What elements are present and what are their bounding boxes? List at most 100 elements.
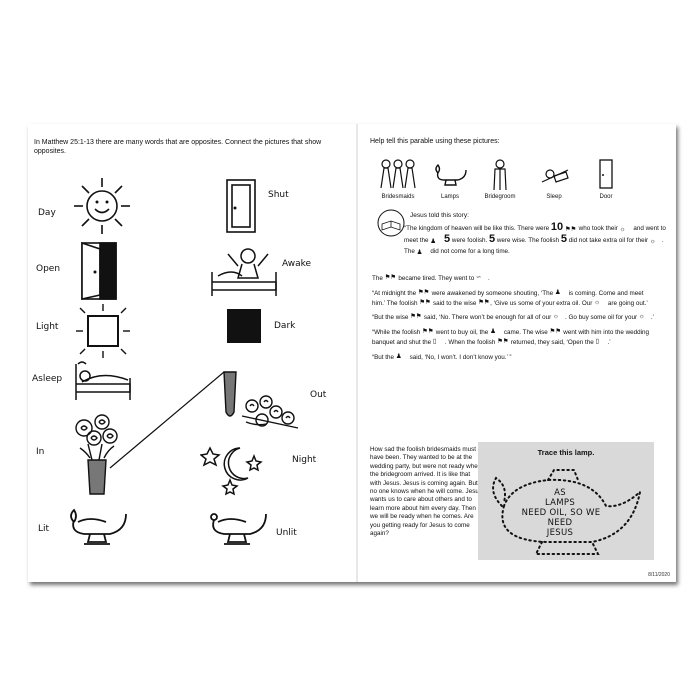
lit-lamp-icon xyxy=(70,508,127,545)
story-text: were foolish. xyxy=(451,237,488,244)
story-paragraph-5: “While the foolish ⚑⚑ went to buy oil, t… xyxy=(372,328,657,348)
bridesmaids-glyph-icon: ⚑⚑ xyxy=(497,337,509,345)
left-page: In Matthew 25:1-13 there are many words … xyxy=(28,124,356,582)
open-door-icon xyxy=(81,241,117,300)
trace-line-2: LAMPS xyxy=(544,498,576,508)
trace-line-1: AS xyxy=(554,488,566,498)
closed-door-icon xyxy=(226,179,256,233)
trace-line-3: NEED OIL, SO WE xyxy=(521,508,601,518)
story-text: . The xyxy=(404,237,664,255)
bridesmaids-glyph-icon: ⚑⚑ xyxy=(410,313,422,321)
word-unlit: Unlit xyxy=(276,528,297,538)
light-icon xyxy=(76,304,130,358)
story-text: said, ‘No, I won’t. I don’t know you.’ ” xyxy=(409,353,512,361)
sleep-icon xyxy=(541,169,569,183)
legend-sleep: Sleep xyxy=(546,194,562,200)
flowers-in-vase-icon xyxy=(75,414,118,495)
story-text: returned, they said, ‘Open the xyxy=(510,339,594,346)
story-text: “At midnight the xyxy=(372,289,417,297)
trace-line-4: NEED xyxy=(547,518,573,528)
story-text: is coming. Come and meet him.’ The fooli… xyxy=(372,289,644,307)
story-paragraph-4: “But the wise ⚑⚑ said, ‘No. There won’t … xyxy=(372,313,657,323)
story-text: “But the wise xyxy=(372,314,409,322)
story-text: said to the wise xyxy=(433,299,477,307)
story-text: .’ xyxy=(607,339,611,346)
trace-title: Trace this lamp. xyxy=(537,448,595,457)
word-dark: Dark xyxy=(274,321,296,331)
opposites-instructions: In Matthew 25:1-13 there are many words … xyxy=(34,139,322,155)
story-text: came. The wise xyxy=(503,329,548,337)
book-spine xyxy=(356,124,358,582)
word-lit: Lit xyxy=(38,524,50,534)
connecting-line xyxy=(109,371,225,469)
word-open: Open xyxy=(36,264,61,274)
legend-lamps: Lamps xyxy=(440,194,459,200)
sleep-glyph-icon: ∽ xyxy=(475,274,482,281)
dark-icon xyxy=(227,309,261,343)
lamps-glyph-icon: ☼ xyxy=(594,298,600,306)
story-text: who took their xyxy=(578,225,618,232)
moon-and-stars-icon xyxy=(200,446,263,496)
story-paragraph-2: The ⚑⚑ became tired. They went to ∽. xyxy=(372,274,490,283)
number-ten: 10 xyxy=(550,221,564,233)
bridesmaids-icon xyxy=(380,159,416,189)
number-five: 5 xyxy=(444,233,451,245)
sleeping-in-bed-icon xyxy=(75,361,131,400)
story-text: went to buy oil, the xyxy=(435,329,489,337)
bible-story-badge-icon xyxy=(377,209,405,237)
story-text: are going out.’ xyxy=(607,299,648,307)
bridesmaids-glyph-icon: ⚑⚑ xyxy=(384,274,396,281)
unlit-lamp-icon xyxy=(210,513,267,545)
story-text: were wise. The foolish xyxy=(496,237,560,244)
story-text: went with him into the wedding banquet a… xyxy=(372,329,650,346)
bridesmaids-glyph-icon: ⚑⚑ xyxy=(549,328,561,336)
waking-up-icon xyxy=(211,248,277,296)
dotted-lamp-outline-icon xyxy=(492,469,642,555)
bridegroom-glyph-icon: ♟ xyxy=(395,352,402,360)
bridesmaids-glyph-icon: ⚑⚑ xyxy=(422,328,434,336)
closing-reflection: How sad the foolish bridesmaids must hav… xyxy=(370,446,483,538)
word-in: In xyxy=(36,447,45,457)
story-text: “The kingdom of heaven will be like this… xyxy=(404,225,550,232)
story-text: did not come for a long time. xyxy=(430,248,510,255)
parable-instructions: Help tell this parable using these pictu… xyxy=(370,138,500,145)
story-body: The ⚑⚑ became tired. They went to ∽. “At… xyxy=(372,274,657,367)
word-day: Day xyxy=(38,208,56,218)
story-text: did not take extra oil for their xyxy=(568,237,649,244)
number-five: 5 xyxy=(560,233,567,245)
story-paragraph-1: “The kingdom of heaven will be like this… xyxy=(404,222,672,257)
story-paragraph-6: “But the ♟ said, ‘No, I won’t. I don’t k… xyxy=(372,353,657,363)
story-text: “While the foolish xyxy=(372,329,421,337)
bridegroom-glyph-icon: ♟ xyxy=(430,237,436,245)
story-text: The xyxy=(372,275,383,283)
story-text: . When the foolish xyxy=(444,339,496,346)
activity-booklet: In Matthew 25:1-13 there are many words … xyxy=(28,124,676,582)
lamps-glyph-icon: ☼ xyxy=(638,313,645,321)
lamps-glyph-icon: ☼ xyxy=(619,225,626,233)
door-glyph-icon: ▯ xyxy=(595,337,600,345)
word-night: Night xyxy=(292,455,317,465)
bridegroom-icon xyxy=(493,159,507,191)
bridegroom-glyph-icon: ♟ xyxy=(416,248,423,256)
number-five: 5 xyxy=(489,233,496,245)
story-text: were awakened by someone shouting, ‘The xyxy=(431,289,554,297)
trace-lamp-activity: Trace this lamp. AS LAMPS NEED OIL, SO W… xyxy=(478,442,654,560)
bridesmaids-glyph-icon: ⚑⚑ xyxy=(417,288,430,296)
footer-date: 8/11/2020 xyxy=(648,572,670,578)
lamps-glyph-icon: ☼ xyxy=(552,313,559,321)
door-icon xyxy=(599,159,613,189)
bridegroom-glyph-icon: ♟ xyxy=(490,328,496,336)
lamps-icon xyxy=(435,164,467,186)
trace-line-5: JESUS xyxy=(546,528,574,538)
story-text: . Go buy some oil for your xyxy=(564,314,638,322)
word-out: Out xyxy=(310,390,327,400)
sun-icon xyxy=(74,178,130,234)
story-text: said, ‘No. There won’t be enough for all… xyxy=(423,314,552,322)
story-text: became tired. They went to xyxy=(398,275,475,283)
door-glyph-icon: ▯ xyxy=(432,337,437,345)
legend-bridesmaids: Bridesmaids xyxy=(381,194,415,200)
word-awake: Awake xyxy=(282,259,312,269)
right-page: Help tell this parable using these pictu… xyxy=(358,124,676,582)
story-text: , ‘Give us some of your extra oil. Our xyxy=(490,299,593,307)
word-shut: Shut xyxy=(268,190,289,200)
